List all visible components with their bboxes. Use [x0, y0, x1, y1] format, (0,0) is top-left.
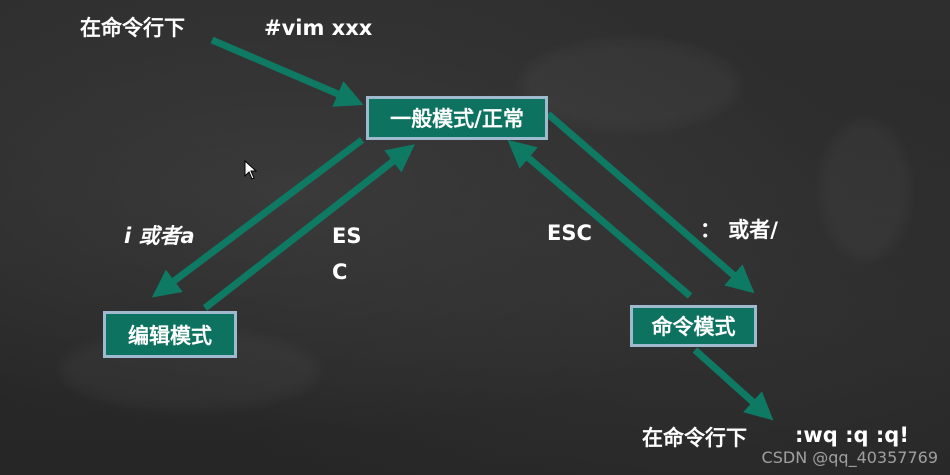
arrow-command-to-normal	[507, 139, 693, 299]
edit-mode-box: 编辑模式	[103, 311, 237, 358]
arrow-command-to-cmdline	[692, 347, 774, 421]
csdn-watermark: CSDN @qq_40357769	[761, 448, 938, 467]
top-cmdline-label: 在命令行下	[80, 16, 185, 40]
esc-right-label: ESC	[547, 221, 592, 245]
vim-command-label: #vim xxx	[264, 16, 373, 40]
arrow-normal-to-edit	[151, 137, 365, 298]
command-mode-box: 命令模式	[630, 305, 757, 347]
colon-or-slash-label: ： 或者/	[700, 218, 778, 242]
normal-mode-box: 一般模式/正常	[366, 96, 548, 140]
arrow-cmdline-to-normal	[210, 36, 364, 107]
arrow-edit-to-normal	[202, 144, 415, 311]
esc-left-line2: C	[332, 260, 348, 284]
bottom-cmdline-label: 在命令行下	[642, 426, 747, 450]
esc-left-line1: ES	[332, 224, 362, 248]
mouse-cursor-icon	[244, 160, 258, 180]
quit-commands-label: :wq :q :q!	[795, 423, 909, 447]
i-or-a-label: i 或者a	[124, 224, 195, 248]
arrow-normal-to-command	[545, 111, 755, 294]
